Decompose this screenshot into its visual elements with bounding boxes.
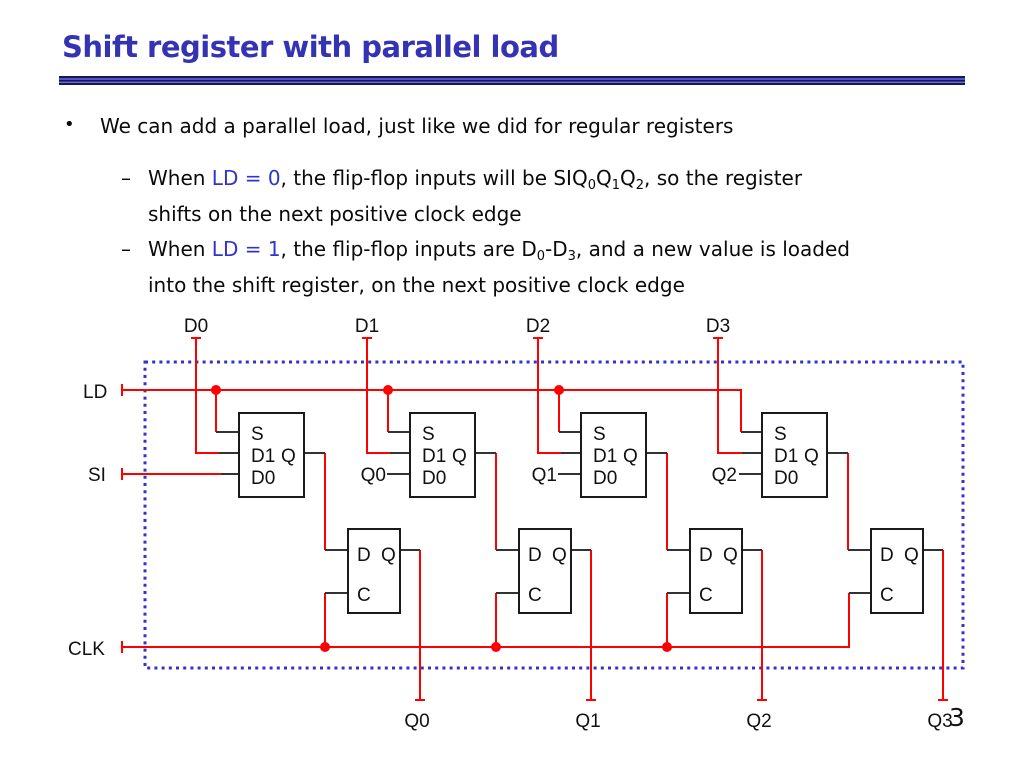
- sub-bullet-1-text: When LD = 0, the flip-flop inputs will b…: [148, 166, 803, 193]
- ff3-q-label: Q: [723, 545, 738, 566]
- dotted-boundary-box: [143, 360, 965, 670]
- bullet-main: • We can add a parallel load, just like …: [64, 114, 733, 138]
- mux1-q-label: Q: [281, 446, 296, 467]
- ff3-d-label: D: [699, 545, 713, 566]
- input-label-d3: D3: [706, 316, 730, 337]
- ff4-q-label: Q: [904, 545, 919, 566]
- stage-3-stubs: [558, 431, 762, 594]
- mux-box-3: [580, 412, 647, 498]
- clk-junction-dot: [662, 642, 672, 652]
- clk-junction-dot: [491, 642, 501, 652]
- ld-label: LD: [83, 382, 107, 403]
- mux1-d0-label: D0: [251, 468, 275, 489]
- red-wires: [121, 337, 948, 701]
- clk-rail-wire: [121, 593, 850, 653]
- mux3-d0-label: D0: [593, 468, 617, 489]
- input-label-d0: D0: [184, 316, 208, 337]
- mux-boxes: [238, 412, 828, 498]
- feedback-label-q0: Q0: [361, 465, 386, 486]
- sub-bullet-1-line-1: – When LD = 0, the flip-flop inputs will…: [121, 164, 802, 200]
- input-label-d1: D1: [355, 316, 379, 337]
- feedback-label-q1: Q1: [532, 465, 557, 486]
- ff2-c-label: C: [528, 585, 542, 606]
- ff1-q-label: Q: [381, 545, 396, 566]
- ff1-c-label: C: [357, 585, 371, 606]
- flipflop-boxes: [347, 528, 924, 614]
- dash-marker: –: [121, 166, 131, 190]
- sub-bullet-2-text: When LD = 1, the flip-flop inputs are D0…: [148, 237, 850, 264]
- slide-title: Shift register with parallel load: [62, 30, 559, 64]
- flipflop-labels: D Q C D Q C D Q C D Q C: [357, 545, 919, 606]
- output-label-q3: Q3: [927, 711, 952, 732]
- sub-bullet-1: – When LD = 0, the flip-flop inputs will…: [121, 164, 802, 228]
- sub-bullet-2-line-1: – When LD = 1, the flip-flop inputs are …: [121, 235, 850, 271]
- bullet-main-text: We can add a parallel load, just like we…: [100, 114, 734, 138]
- mux3-d1-label: D1: [593, 446, 617, 467]
- dash-marker: –: [121, 237, 131, 261]
- stage-2-wires: [362, 337, 596, 701]
- mux4-d1-label: D1: [774, 446, 798, 467]
- mux1-s-label: S: [251, 424, 264, 445]
- mux-box-2: [409, 412, 476, 498]
- mux3-s-label: S: [593, 424, 606, 445]
- title-rule: [59, 76, 965, 85]
- feedback-label-q2: Q2: [712, 465, 737, 486]
- stage-2-stubs: [387, 431, 591, 594]
- mux2-q-label: Q: [452, 446, 467, 467]
- ff4-c-label: C: [880, 585, 894, 606]
- si-label: SI: [88, 465, 106, 486]
- clk-junction-dot: [320, 642, 330, 652]
- output-label-q2: Q2: [746, 711, 771, 732]
- stage-4-stubs: [739, 431, 943, 594]
- ld-junction-dot: [211, 385, 221, 395]
- flipflop-box-3: [689, 528, 743, 614]
- output-label-q1: Q1: [575, 711, 600, 732]
- mux2-d1-label: D1: [422, 446, 446, 467]
- ff4-d-label: D: [880, 545, 894, 566]
- feedback-labels: Q0 Q1 Q2: [361, 465, 737, 486]
- slide-page-number: 3: [949, 703, 965, 732]
- sub-bullet-2: – When LD = 1, the flip-flop inputs are …: [121, 235, 850, 299]
- stage-1-wires: [191, 337, 425, 701]
- mux4-q-label: Q: [804, 446, 819, 467]
- sub-bullet-2-line-2: into the shift register, on the next pos…: [148, 273, 685, 297]
- mux-box-1: [238, 412, 305, 498]
- mux2-s-label: S: [422, 424, 435, 445]
- ld-0-highlight: LD = 0: [211, 166, 281, 190]
- bullet-dot: •: [64, 114, 75, 135]
- flipflop-box-1: [347, 528, 401, 614]
- top-input-labels: D0 D1 D2 D3: [184, 316, 730, 337]
- ff2-q-label: Q: [552, 545, 567, 566]
- junction-dots: [211, 385, 672, 652]
- mux4-d0-label: D0: [774, 468, 798, 489]
- output-labels: Q0 Q1 Q2 Q3: [404, 711, 952, 732]
- output-label-q0: Q0: [404, 711, 429, 732]
- mux4-s-label: S: [774, 424, 787, 445]
- mux3-q-label: Q: [623, 446, 638, 467]
- ld-junction-dot: [554, 385, 564, 395]
- stage-3-wires: [533, 337, 767, 701]
- ff3-c-label: C: [699, 585, 713, 606]
- clk-label: CLK: [68, 639, 105, 660]
- connector-stubs: [216, 431, 943, 594]
- mux-box-4: [761, 412, 828, 498]
- mux2-d0-label: D0: [422, 468, 446, 489]
- ff1-d-label: D: [357, 545, 371, 566]
- ld-rail-wire: [121, 384, 742, 432]
- mux-labels: S D1 Q D0 S D1 Q D0 S D1 Q D0 S D1 Q D0: [251, 424, 819, 489]
- input-label-d2: D2: [526, 316, 550, 337]
- stage-1-stubs: [216, 431, 420, 594]
- flipflop-box-4: [870, 528, 924, 614]
- stage-4-wires: [713, 337, 948, 701]
- sub-bullet-1-line-2: shifts on the next positive clock edge: [148, 202, 522, 226]
- si-rail-wire: [121, 468, 221, 480]
- ff2-d-label: D: [528, 545, 542, 566]
- flipflop-box-2: [518, 528, 572, 614]
- ld-1-highlight: LD = 1: [211, 237, 281, 261]
- mux1-d1-label: D1: [251, 446, 275, 467]
- ld-junction-dot: [383, 385, 393, 395]
